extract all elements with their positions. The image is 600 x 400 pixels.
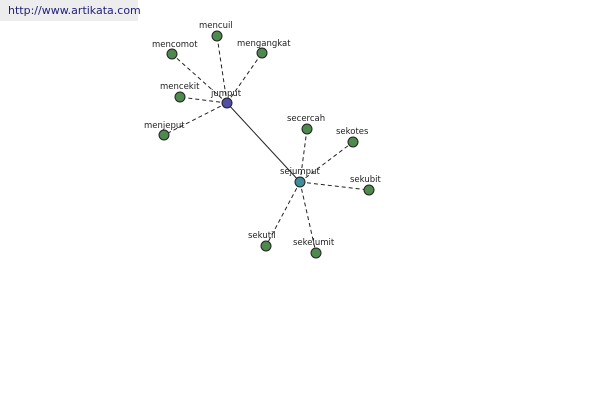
label-mencomot: mencomot (152, 40, 198, 50)
node-mengangkat (256, 47, 268, 59)
node-secercah (301, 123, 313, 135)
edges (163, 35, 370, 254)
node-mencuil (211, 30, 223, 42)
node-jumput (221, 97, 233, 109)
label-mengangkat: mengangkat (237, 39, 291, 49)
edge-jumput-sejumput (226, 102, 301, 183)
node-sekotes (347, 136, 359, 148)
labels: jumput sejumput mencuil mencomot mengang… (144, 21, 381, 248)
edge-jumput-menjeput (163, 102, 228, 136)
label-sekutil: sekutil (248, 231, 276, 241)
node-sekubit (363, 184, 375, 196)
label-sekubit: sekubit (350, 175, 381, 185)
edge-sejumput-sekubit (299, 181, 370, 191)
label-menjeput: menjeput (144, 121, 185, 131)
edge-sejumput-secercah (299, 128, 308, 183)
url-text: http://www.artikata.com (8, 4, 141, 17)
edge-jumput-mencekit (179, 96, 228, 104)
label-sekelumit: sekelumit (293, 238, 335, 248)
label-secercah: secercah (287, 114, 325, 124)
url-watermark: http://www.artikata.com (0, 0, 141, 21)
node-sekutil (260, 240, 272, 252)
label-mencuil: mencuil (199, 21, 233, 31)
edge-jumput-mencuil (216, 35, 228, 104)
label-jumput: jumput (210, 89, 242, 99)
node-mencekit (174, 91, 186, 103)
node-mencomot (166, 48, 178, 60)
edge-jumput-mengangkat (226, 52, 263, 104)
label-sekotes: sekotes (336, 127, 369, 137)
nodes (158, 30, 375, 259)
edge-sejumput-sekutil (265, 181, 301, 247)
node-sejumput (294, 176, 306, 188)
edge-jumput-mencomot (171, 53, 228, 104)
edge-sejumput-sekelumit (299, 181, 317, 254)
label-mencekit: mencekit (160, 82, 200, 92)
label-sejumput: sejumput (280, 167, 320, 177)
node-sekelumit (310, 247, 322, 259)
node-menjeput (158, 129, 170, 141)
